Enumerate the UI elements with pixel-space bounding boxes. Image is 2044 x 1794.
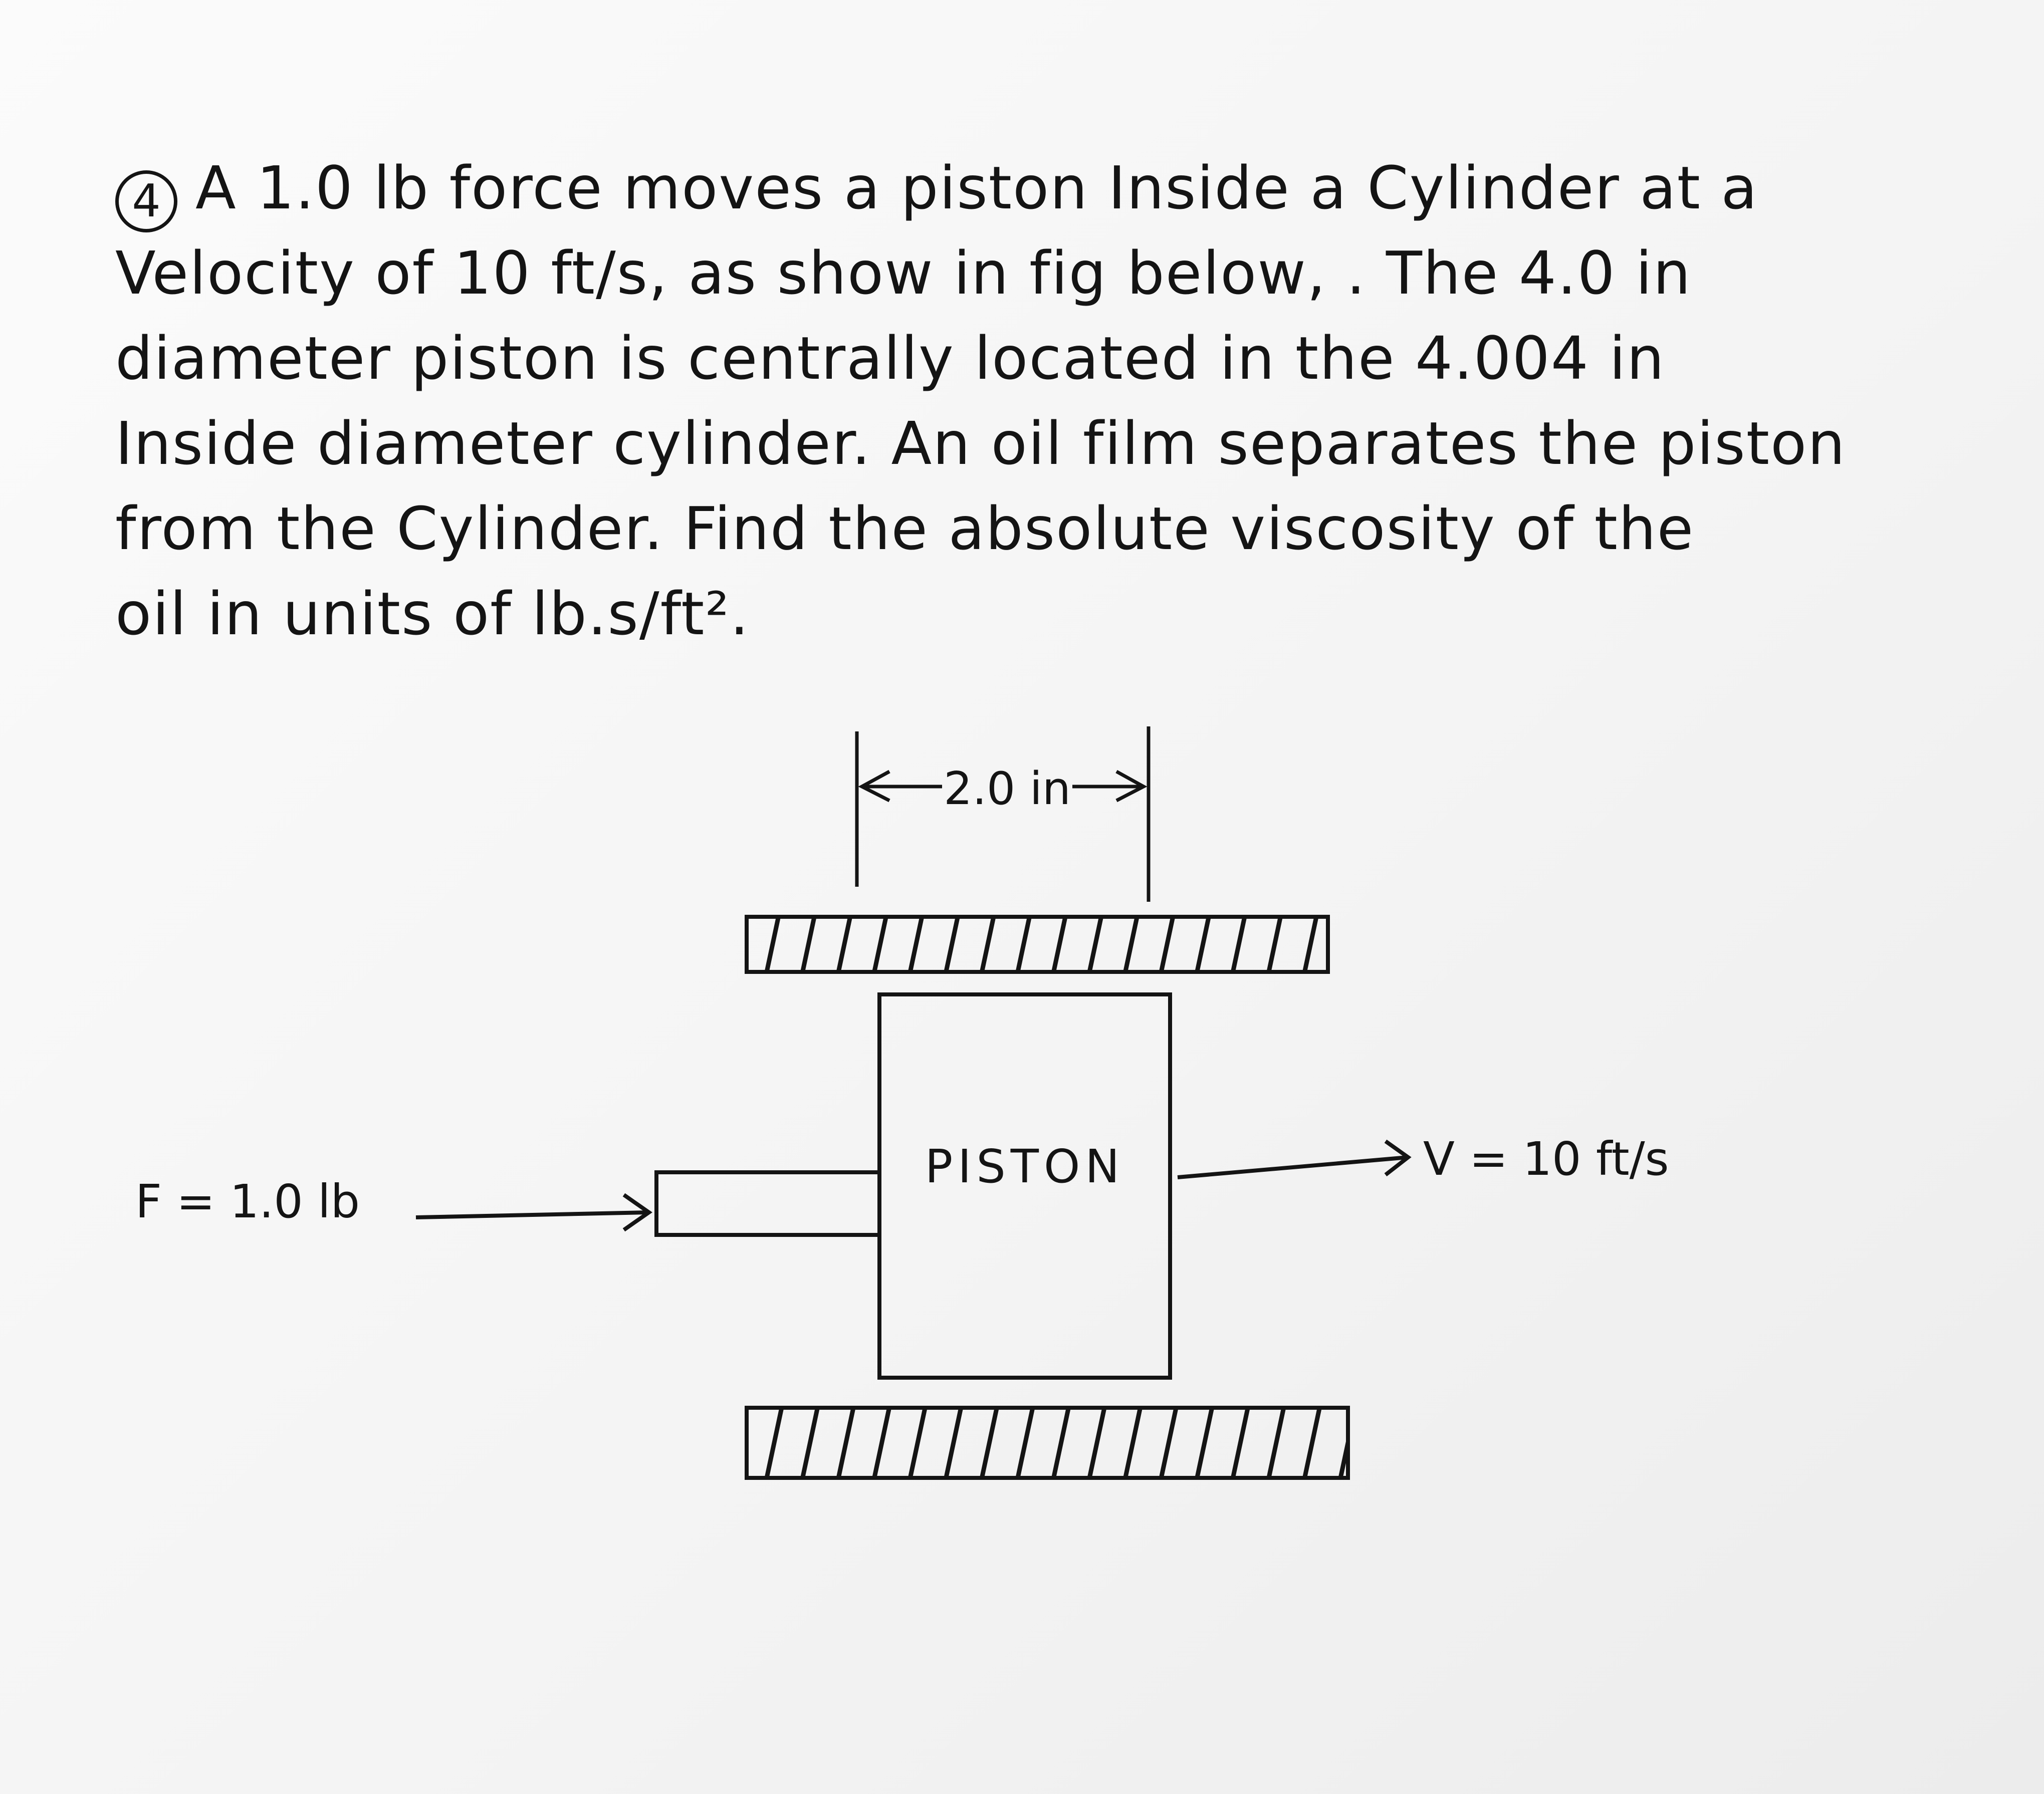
problem-line-2: Velocity of 10 ft/s, as show in fig belo… — [115, 238, 1692, 308]
piston-rod — [654, 1170, 881, 1237]
velocity-label: V = 10 ft/s — [1423, 1132, 1669, 1186]
upper-wall-hatching — [747, 917, 1328, 972]
dimension-left-arrowhead — [858, 770, 890, 803]
velocity-arrowhead — [1384, 1139, 1412, 1177]
upper-cylinder-wall — [745, 915, 1330, 974]
width-label: 2.0 in — [944, 762, 1071, 815]
problem-line-5: from the Cylinder. Find the absolute vis… — [115, 494, 1695, 563]
upper-wall-outline — [745, 915, 1330, 974]
problem-number: 4 — [115, 170, 177, 232]
lower-wall-outline — [745, 1406, 1350, 1480]
velocity-indicator: V = 10 ft/s — [1177, 1132, 1669, 1186]
lower-wall-hatching — [747, 1408, 1348, 1478]
velocity-arrow-line — [1177, 1155, 1409, 1179]
dimension-right-arrowhead — [1115, 770, 1148, 803]
force-indicator: F = 1.0 lb — [135, 1175, 652, 1232]
force-label: F = 1.0 lb — [135, 1175, 360, 1228]
piston-label: PISTON — [925, 1140, 1124, 1193]
problem-line-1: A 1.0 lb force moves a piston Inside a C… — [195, 153, 1758, 222]
width-dimension: 2.0 in — [855, 726, 1151, 902]
problem-line-4: Inside diameter cylinder. An oil film se… — [115, 409, 1846, 478]
force-arrow-line — [415, 1210, 649, 1219]
force-arrowhead — [622, 1193, 652, 1232]
problem-line-6: oil in units of lb.s/ft². — [115, 579, 750, 648]
lower-cylinder-wall — [745, 1406, 1350, 1480]
problem-line-3: diameter piston is centrally located in … — [115, 324, 1665, 393]
